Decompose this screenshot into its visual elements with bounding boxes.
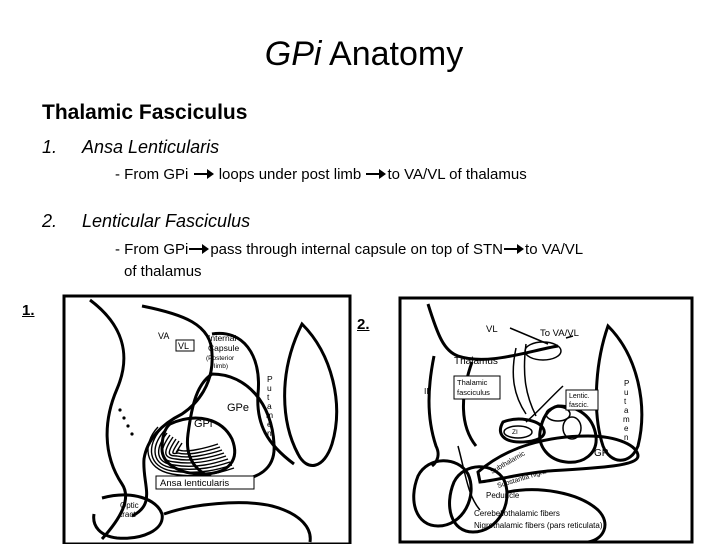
- item-2-detail: - From GPi pass through internal capsule …: [115, 241, 583, 258]
- peduncle-outline: [412, 459, 473, 528]
- item-2-detail-line2: of thalamus: [124, 263, 202, 280]
- ansa-fiber: [165, 436, 225, 461]
- ansa-label: Ansa lenticularis: [160, 478, 229, 489]
- zi-ellipse: [503, 425, 533, 439]
- ansa-fiber: [150, 428, 233, 474]
- cerebellothalamic-line: [457, 445, 481, 511]
- nigrothalamic-label: Nigrothalamic fibers (pars reticulata): [474, 521, 603, 530]
- ansa-fiber: [172, 440, 221, 455]
- nigra-outline: [476, 434, 640, 484]
- gpe-label: GPe: [227, 402, 249, 414]
- ventricle-outline: [427, 355, 440, 468]
- lentic-fasciculus-path: [525, 385, 564, 423]
- title-rest: Anatomy: [321, 35, 464, 73]
- iii-label: III: [424, 386, 431, 396]
- title-italic: GPi: [264, 35, 322, 73]
- va-label: VA: [158, 331, 169, 341]
- optic-tract-outline: [92, 493, 164, 540]
- to-vavl-label: To VA/VL: [540, 328, 579, 339]
- right-arrow-icon: [504, 244, 525, 254]
- zi-outline: [498, 417, 546, 444]
- ansa-fiber: [147, 426, 235, 477]
- gpi-outline: [160, 416, 237, 476]
- thalamic-fasciculus-path: [512, 347, 527, 415]
- figure-2-label: 2.: [357, 316, 370, 333]
- thalamus-outline: [131, 304, 214, 518]
- detail-part: - From GPi: [115, 241, 189, 258]
- brainstem-outline: [507, 488, 607, 544]
- ansa-fiber: [154, 430, 231, 471]
- lower-outline: [163, 501, 312, 543]
- detail-part: to VA/VL: [525, 241, 584, 258]
- detail-part: pass through internal capsule on top of …: [210, 241, 504, 258]
- thalamus-label: Thalamus: [454, 356, 498, 367]
- item-name: Ansa Lenticularis: [82, 137, 220, 157]
- right-arrow-icon: [189, 244, 210, 254]
- putamen-outline: [283, 321, 339, 467]
- gp-label: GP: [594, 448, 609, 459]
- peduncle-label: Peduncle: [486, 491, 520, 500]
- gpi-label: GPi: [194, 418, 212, 430]
- peduncle-outline: [448, 465, 509, 534]
- ventricle-outline: [462, 361, 478, 447]
- zi-label: ZI: [512, 429, 518, 436]
- item-1-detail: - From GPi loops under post limb to VA/V…: [115, 166, 527, 183]
- list-item-1: 1. Ansa Lenticularis: [42, 137, 219, 158]
- vl-pointer: [509, 327, 549, 345]
- putamen-outline: [594, 323, 644, 462]
- vl-label: VL: [178, 341, 189, 351]
- item-number: 1.: [42, 137, 58, 157]
- gp-ellipse: [562, 416, 582, 440]
- right-arrow-icon: [193, 169, 214, 179]
- item-name: Lenticular Fasciculus: [82, 211, 251, 231]
- section-heading: Thalamic Fasciculus: [42, 101, 248, 124]
- lf-ellipse: [545, 406, 571, 422]
- figure-1-label: 1.: [22, 302, 35, 319]
- gp-outline: [538, 404, 598, 464]
- detail-part: - From GPi: [115, 166, 189, 183]
- ansa-fiber: [168, 438, 223, 458]
- subthalamic-label: Subthalamic: [490, 450, 527, 476]
- right-arrow-icon: [366, 169, 387, 179]
- ansa-fiber: [175, 442, 219, 453]
- list-item-2: 2. Lenticular Fasciculus: [42, 211, 250, 232]
- detail-part: loops under post limb: [218, 166, 362, 183]
- lentic-fascic-label: Lentic.fascic.: [569, 393, 590, 409]
- ansa-fiber: [161, 434, 227, 464]
- item-number: 2.: [42, 211, 58, 231]
- detail-part: to VA/VL of thalamus: [387, 166, 527, 183]
- ansa-fiber: [158, 432, 229, 468]
- ventricle-outline: [89, 298, 128, 541]
- to-vavl-pointer: [565, 335, 574, 339]
- thalamus-outline: [426, 303, 559, 361]
- vl-label: VL: [486, 324, 498, 335]
- cerebellothalamic-label: Cerebellothalamic fibers: [474, 509, 560, 518]
- page-title: GPi Anatomy: [0, 34, 728, 74]
